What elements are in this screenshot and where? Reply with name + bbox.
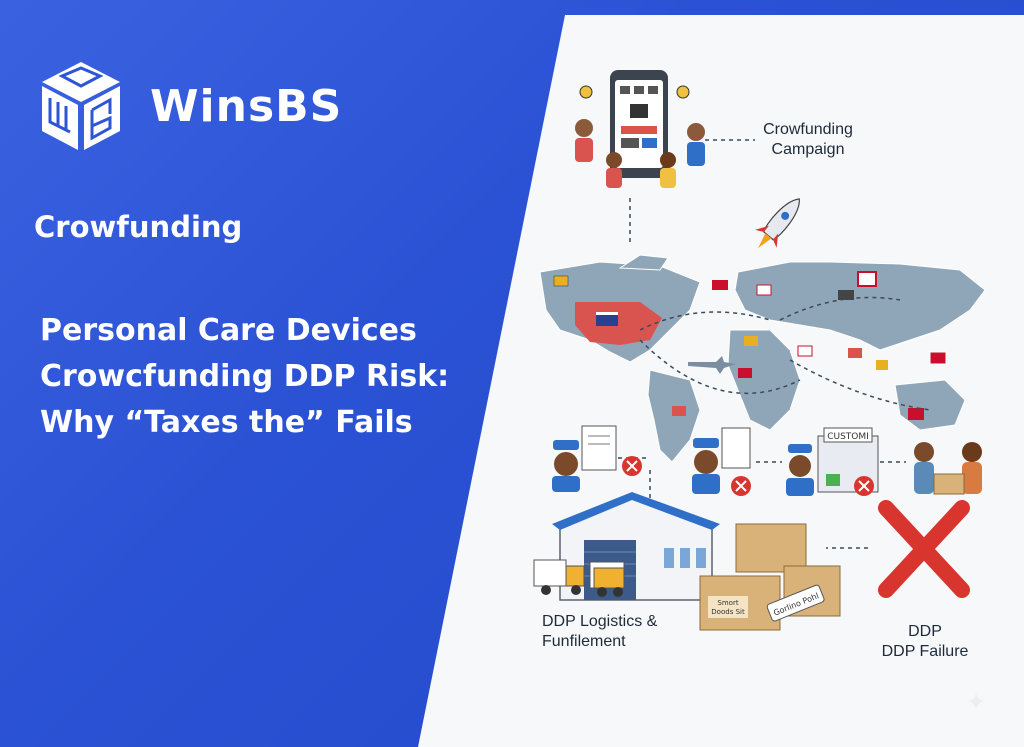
smartphone-icon [610,70,668,178]
customs-sign: CUSTOMI [827,432,869,442]
category-label: Crowfunding [34,210,243,244]
brand-name: WinsBS [150,80,343,132]
map-flags [553,271,947,420]
airplane-icon [688,356,736,374]
handshake-icon [914,442,982,495]
campaign-label: Crowfunding Campaign [763,121,853,158]
rocket-icon [755,198,800,249]
customs-booth-icon: CUSTOMI [786,427,879,496]
sparkle-icon: ✦ [966,688,987,716]
failure-label: DDP DDP Failure [881,623,969,660]
logo: WinsBS [40,60,342,152]
headline-line-2: Crowcfunding DDP Risk: [40,359,450,394]
usa-highlight [575,302,662,345]
truck-icon [533,559,625,597]
headline-line-1: Personal Care Devices [40,313,417,348]
cross-icon [878,500,970,598]
headline-line-3: Why “Taxes the” Fails [40,405,413,440]
boxes-icon: Smort Doods Sit Gorlino Pohl [699,523,841,631]
headline: Personal Care Devices Crowcfunding DDP R… [40,308,520,446]
logistics-label: DDP Logistics & Funfilement [542,613,658,650]
box-text-2: Doods Sit [711,608,745,616]
people-icon [575,85,705,188]
box-text-1: Smort [717,599,738,607]
process-step-2 [692,427,751,496]
winsbs-cube-logo-icon [42,62,120,150]
process-step-1 [552,425,642,492]
